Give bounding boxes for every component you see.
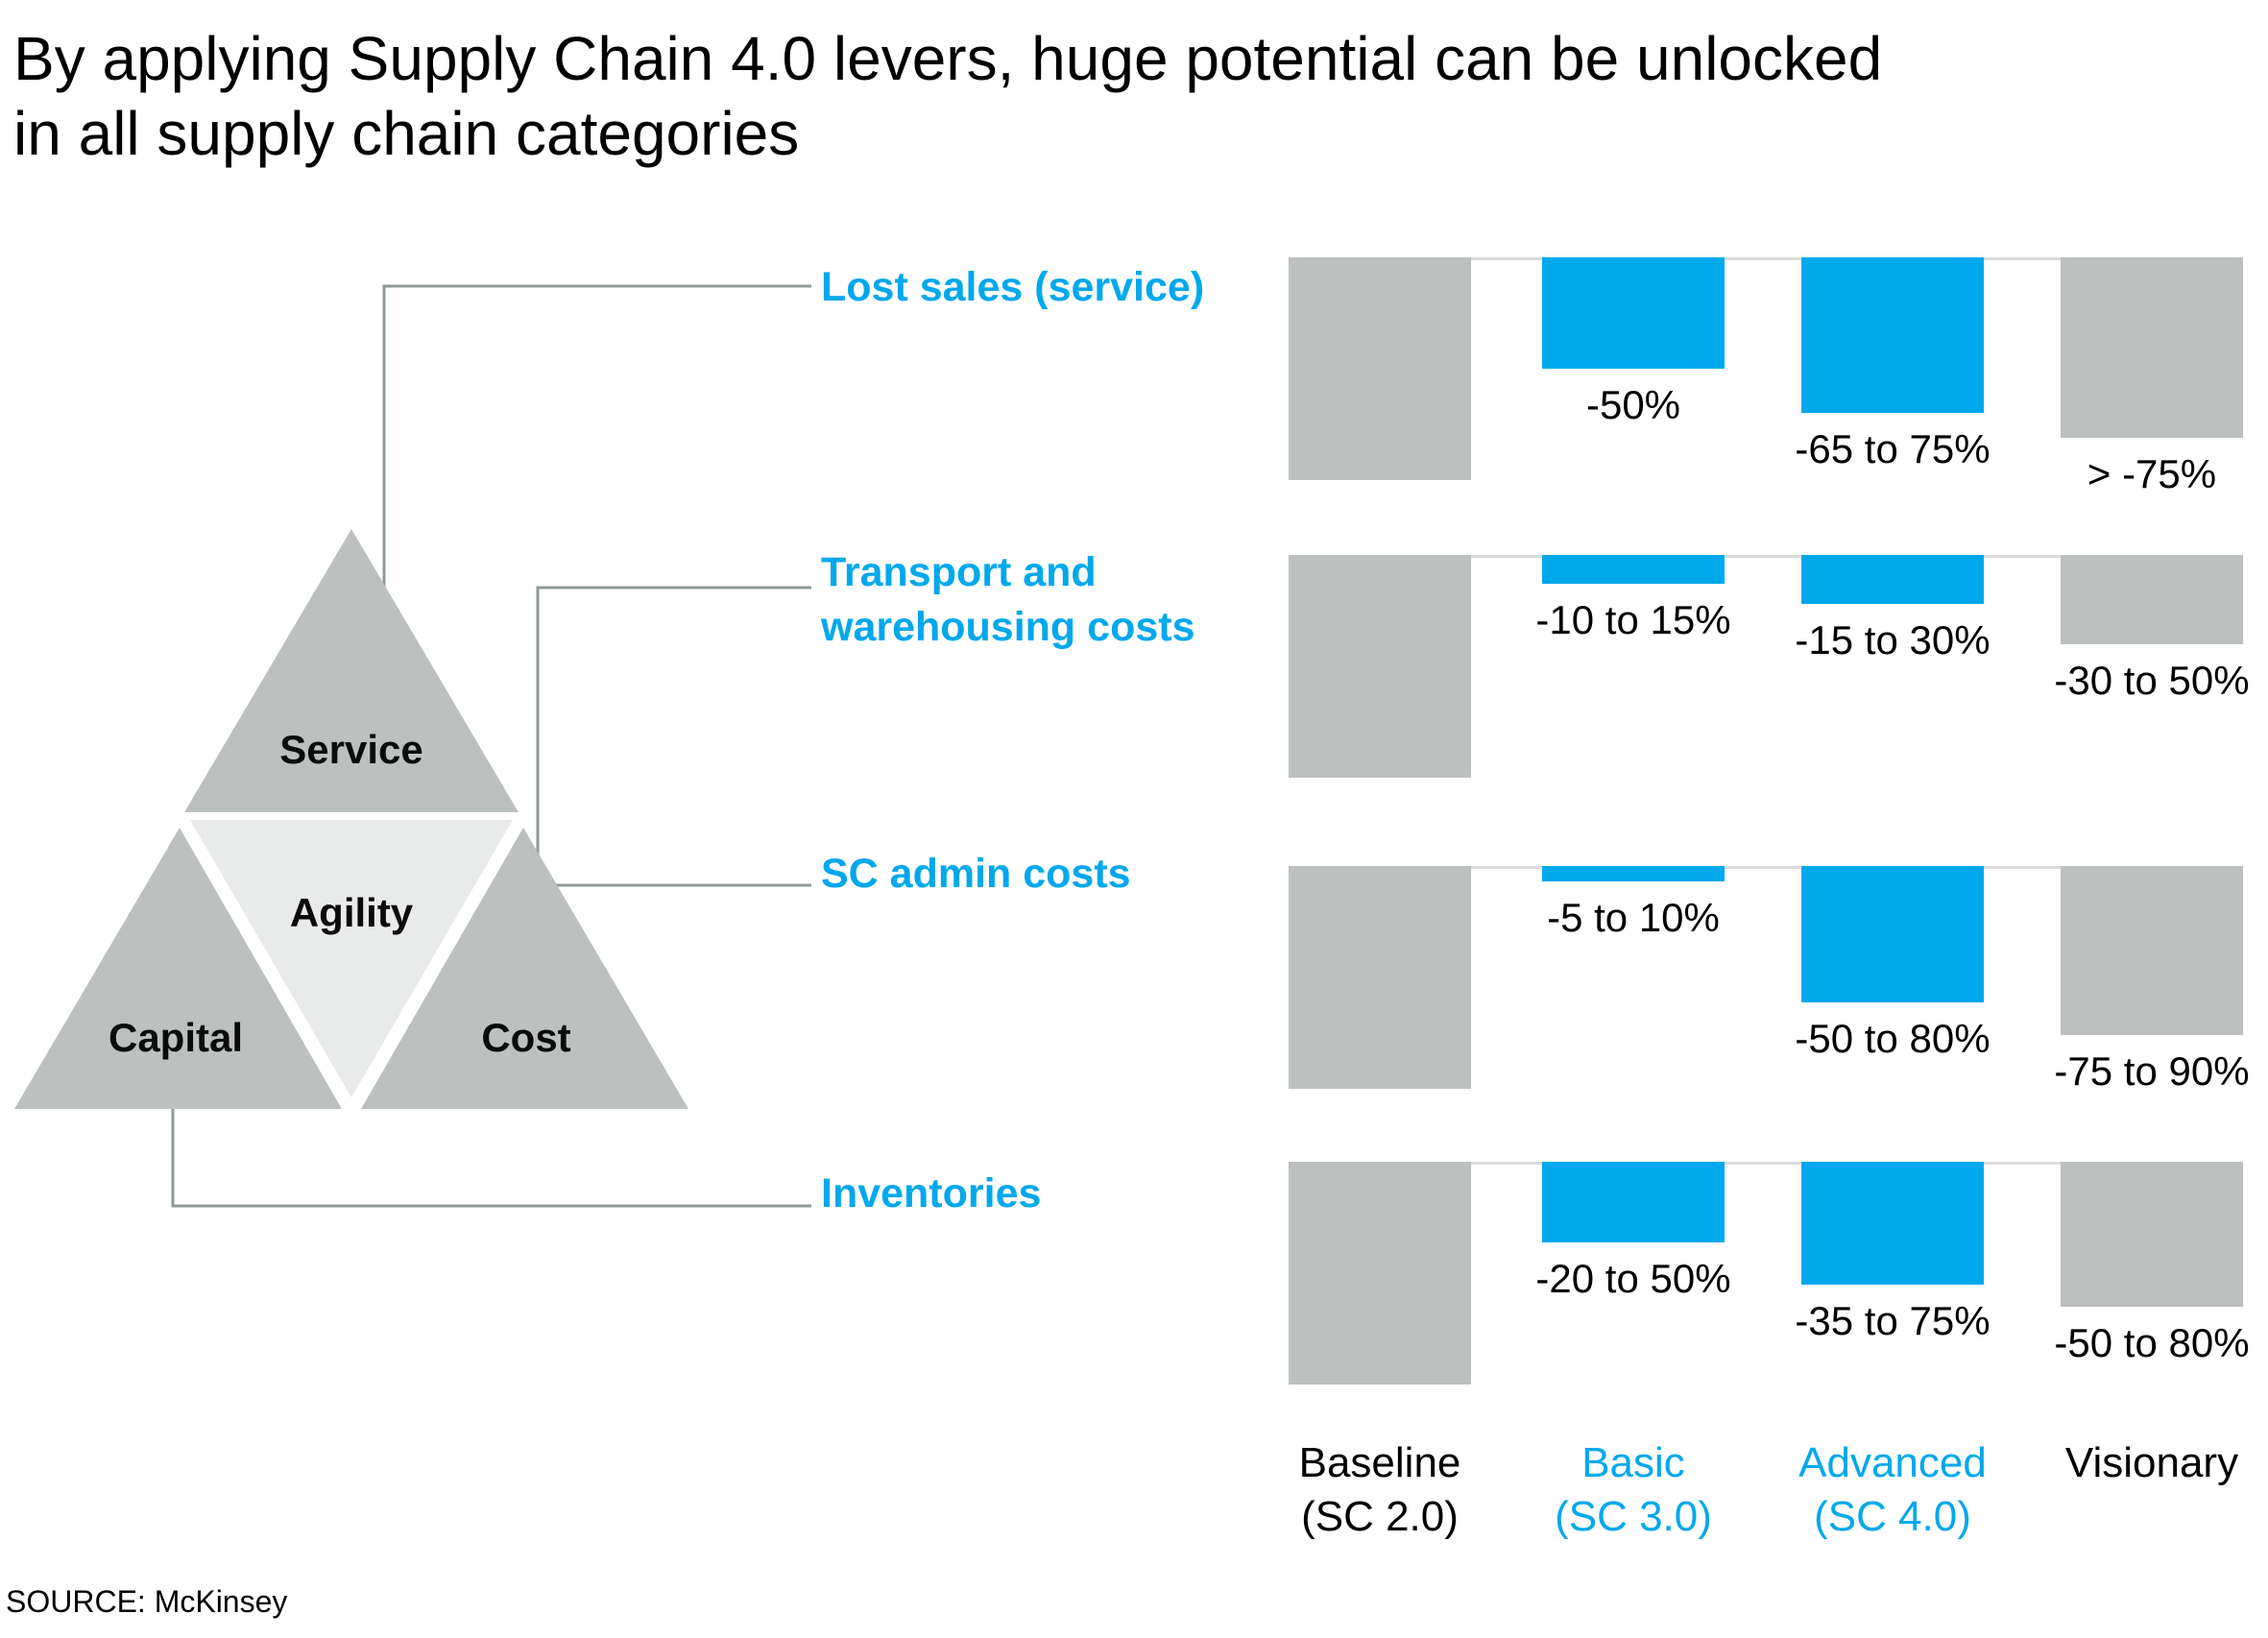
category-label-lost-sales: Lost sales (service) <box>821 264 1205 310</box>
bar-value-label: -10 to 15% <box>1535 597 1731 642</box>
column-header-line2: (SC 4.0) <box>1814 1493 1971 1540</box>
column-header-visionary: Visionary <box>2017 1436 2268 1490</box>
column-header-line1: Basic <box>1581 1439 1685 1486</box>
column-header-basic: Basic (SC 3.0) <box>1499 1436 1768 1544</box>
chart-row-sc-admin: -5 to 10% -50 to 80% -75 to 90% <box>1289 866 2250 1154</box>
category-label-transport: Transport and warehousing costs <box>821 549 1195 650</box>
bar-basic <box>1542 555 1725 584</box>
column-header-line2: (SC 3.0) <box>1555 1493 1712 1540</box>
bar-baseline <box>1289 866 1471 1089</box>
row-top-line <box>1289 866 2243 869</box>
category-label-inventories: Inventories <box>821 1170 1042 1216</box>
column-header-baseline: Baseline (SC 2.0) <box>1245 1436 1514 1544</box>
label-service: Service <box>279 727 422 772</box>
bar-baseline <box>1289 257 1471 480</box>
connector-transport <box>536 586 811 885</box>
bar-value-label: -35 to 75% <box>1795 1298 1991 1343</box>
triangle-capital <box>14 828 342 1109</box>
bar-advanced <box>1801 866 1984 1002</box>
column-header-advanced: Advanced (SC 4.0) <box>1758 1436 2027 1544</box>
source-note: SOURCE: McKinsey <box>6 1584 288 1619</box>
column-header-line1: Visionary <box>2064 1439 2239 1486</box>
bar-value-label: -50% <box>1585 382 1681 427</box>
bar-value-label: -75 to 90% <box>2054 1048 2250 1094</box>
label-capital: Capital <box>109 1015 243 1060</box>
row-top-line <box>1289 257 2243 260</box>
triangle-service <box>184 529 519 812</box>
bar-advanced <box>1801 555 1984 604</box>
bar-value-label: -20 to 50% <box>1535 1256 1731 1301</box>
bar-baseline <box>1289 555 1471 778</box>
bar-visionary <box>2061 555 2243 644</box>
chart-row-transport: -10 to 15% -15 to 30% -30 to 50% <box>1289 555 2250 843</box>
bar-value-label: -65 to 75% <box>1795 426 1991 471</box>
column-header-line2: (SC 2.0) <box>1301 1493 1459 1540</box>
bar-visionary <box>2061 866 2243 1035</box>
label-cost: Cost <box>481 1015 570 1060</box>
bar-value-label: > -75% <box>2087 451 2217 496</box>
category-label-sc-admin: SC admin costs <box>821 851 1131 897</box>
page-title-line2: in all supply chain categories <box>13 99 800 168</box>
bar-value-label: -5 to 10% <box>1547 895 1720 940</box>
chart-row-lost-sales: -50% -65 to 75% > -75% <box>1289 257 2243 545</box>
bar-baseline <box>1289 1162 1471 1385</box>
label-agility: Agility <box>290 890 414 935</box>
bar-visionary <box>2061 257 2243 438</box>
triangle-agility <box>190 820 513 1097</box>
column-header-line1: Baseline <box>1298 1439 1461 1486</box>
connector-lost-sales <box>382 284 811 669</box>
bar-value-label: -50 to 80% <box>2054 1320 2250 1365</box>
bar-value-label: -15 to 30% <box>1795 617 1991 662</box>
bar-value-label: -50 to 80% <box>1795 1016 1991 1061</box>
page-title: By applying Supply Chain 4.0 levers, hug… <box>13 21 1882 171</box>
bar-basic <box>1542 257 1725 369</box>
page-title-line1: By applying Supply Chain 4.0 levers, hug… <box>13 24 1883 93</box>
bar-basic <box>1542 1162 1725 1242</box>
bar-advanced <box>1801 1162 1984 1285</box>
row-top-line <box>1289 555 2243 558</box>
bar-visionary <box>2061 1162 2243 1307</box>
bar-basic <box>1542 866 1725 881</box>
row-top-line <box>1289 1162 2243 1165</box>
chart-row-inventories: -20 to 50% -35 to 75% -50 to 80% <box>1289 1162 2250 1450</box>
bar-value-label: -30 to 50% <box>2054 658 2250 703</box>
bar-advanced <box>1801 257 1984 413</box>
column-header-line1: Advanced <box>1798 1439 1987 1486</box>
bar-chart: -50% -65 to 75% > -75% -10 to 15% -15 to 30… <box>1289 0 2250 1638</box>
triangle-cost <box>361 828 688 1109</box>
